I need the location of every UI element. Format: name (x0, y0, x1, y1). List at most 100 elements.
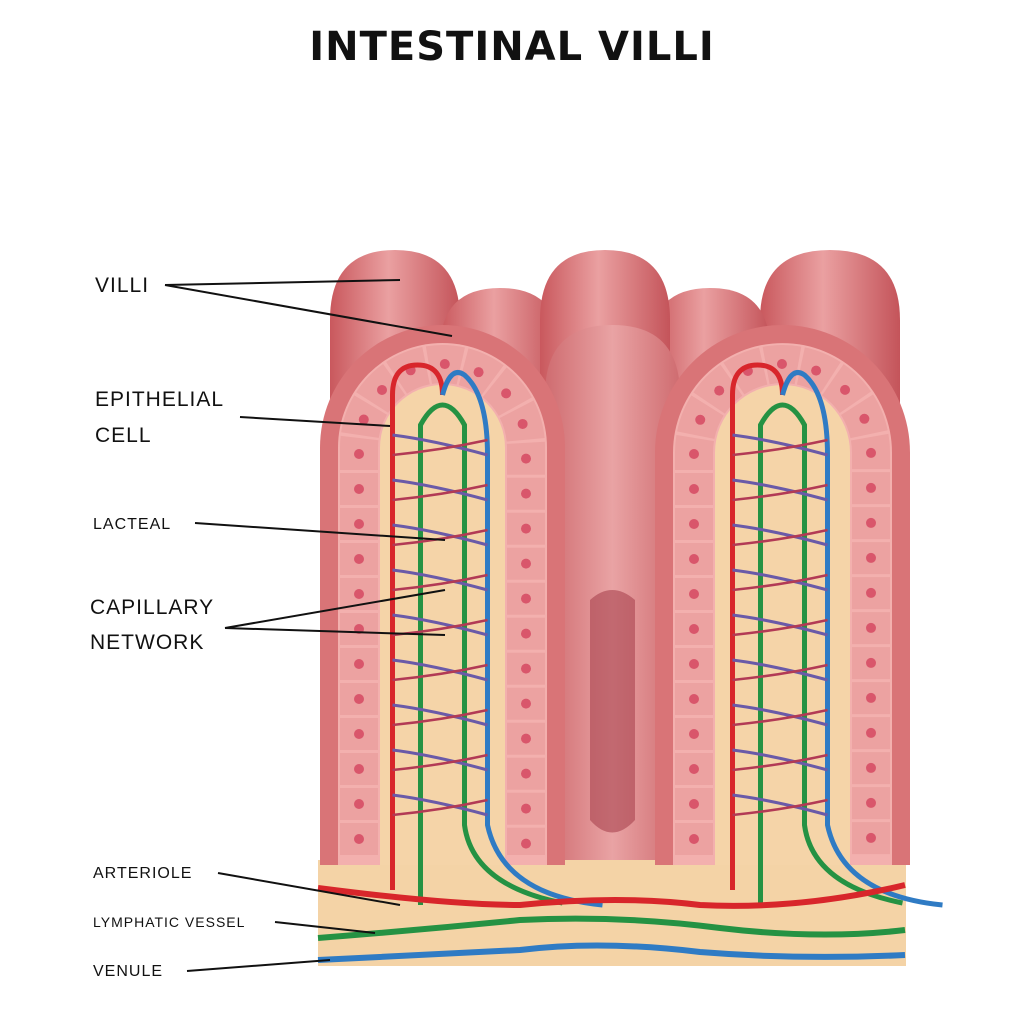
epithelial-cell-nucleus (354, 554, 364, 564)
epithelial-cell-nucleus (689, 449, 699, 459)
epithelial-cell-nucleus (354, 834, 365, 844)
capillary (732, 658, 828, 682)
capillary (732, 528, 828, 547)
capillary (732, 708, 828, 727)
epithelial-cell-nucleus (517, 418, 528, 429)
epithelial-cell-nucleus (689, 694, 699, 704)
capillary (392, 703, 488, 727)
arteriole-vessel (317, 882, 906, 909)
epithelial-cell-nucleus (354, 799, 365, 809)
capillary (732, 483, 828, 502)
epithelial-cell-nucleus (866, 447, 877, 458)
label-cell: CELL (95, 424, 152, 447)
venule-branch (440, 370, 603, 908)
epithelial-cell-nucleus (866, 762, 876, 773)
epithelial-cell-nucleus (521, 558, 531, 569)
epithelial-cell-nucleus (859, 413, 870, 424)
epithelial-cell-nucleus (376, 384, 387, 395)
epithelial-cell-nucleus (689, 624, 699, 634)
capillary (732, 703, 828, 727)
diagram-title: INTESTINAL VILLI (309, 24, 715, 70)
label-venule: VENULE (93, 963, 164, 980)
epithelial-cell-nucleus (866, 482, 877, 493)
label-lacteal: LACTEAL (93, 516, 172, 533)
capillary (732, 573, 828, 592)
epithelial-cell-nucleus (689, 589, 699, 599)
epithelial-cell-nucleus (521, 698, 531, 709)
epithelial-cell-nucleus (695, 414, 706, 425)
epithelial-cell-nucleus (354, 589, 364, 599)
epithelial-cell-nucleus (521, 593, 531, 604)
capillary (732, 433, 828, 457)
epithelial-cell-nucleus (521, 453, 531, 464)
epithelial-cell-nucleus (354, 449, 364, 459)
capillary (732, 568, 828, 592)
label-capillary: CAPILLARY (90, 596, 215, 619)
epithelial-cell-nucleus (866, 517, 877, 528)
capillary (732, 793, 828, 817)
epithelial-cell-nucleus (354, 694, 364, 704)
epithelial-cell-nucleus (689, 484, 699, 494)
label-lymphatic-vessel: LYMPHATIC VESSEL (93, 914, 246, 930)
capillary (732, 438, 828, 457)
epithelial-cell-nucleus (521, 838, 531, 849)
epithelial-cell-nucleus (521, 663, 531, 674)
capillary (392, 748, 488, 772)
label-villi: VILLI (95, 274, 150, 297)
epithelial-cell-nucleus (689, 834, 699, 844)
epithelial-cell-nucleus (473, 367, 484, 378)
lymphatic-vessel (317, 915, 906, 941)
epithelial-cell-nucleus (714, 385, 725, 396)
epithelial-cell-nucleus (439, 359, 450, 370)
epithelial-cell-nucleus (521, 488, 531, 499)
base-tissue (318, 860, 906, 966)
capillary (732, 663, 828, 682)
epithelial-cell-nucleus (354, 729, 364, 739)
epithelial-cell-nucleus (689, 799, 699, 809)
capillary (392, 573, 488, 592)
capillary (732, 523, 828, 547)
epithelial-cell-nucleus (866, 587, 877, 598)
lacteal-vessel (758, 402, 903, 906)
capillary (392, 568, 488, 592)
epithelial-cell-nucleus (354, 764, 364, 774)
capillary (392, 438, 488, 457)
capillary (392, 483, 488, 502)
epithelial-cell-nucleus (521, 733, 531, 744)
epithelial-cell-nucleus (689, 659, 699, 669)
venule-branch (780, 370, 943, 908)
capillary (732, 798, 828, 817)
capillary (732, 748, 828, 772)
epithelial-cell-nucleus (866, 832, 876, 843)
capillary (392, 753, 488, 772)
capillary (392, 793, 488, 817)
capillary (392, 708, 488, 727)
epithelial-cell-nucleus (521, 523, 531, 534)
label-network: NETWORK (90, 631, 205, 654)
epithelial-cell-nucleus (521, 768, 531, 779)
capillary (392, 523, 488, 547)
epithelial-cell-nucleus (866, 797, 876, 808)
capillary (392, 613, 488, 637)
epithelial-cell-nucleus (354, 659, 364, 669)
epithelial-cell-nucleus (776, 359, 787, 370)
capillary (732, 618, 828, 637)
epithelial-cell-nucleus (689, 554, 699, 564)
epithelial-cell-nucleus (521, 803, 531, 814)
leader-lines (164, 279, 453, 972)
capillary (392, 798, 488, 817)
epithelial-cell-nucleus (501, 388, 512, 399)
venule-vessel (317, 942, 906, 963)
cut-villus-right (655, 325, 943, 908)
capillary (392, 433, 488, 457)
arteriole-branch (390, 362, 445, 890)
epithelial-cell-nucleus (866, 727, 876, 738)
epithelial-cell-nucleus (811, 365, 822, 376)
epithelial-cell-nucleus (866, 657, 877, 668)
epithelial-cell-nucleus (689, 519, 699, 529)
capillary (732, 753, 828, 772)
epithelial-cell-nucleus (689, 764, 699, 774)
label-arteriole: ARTERIOLE (93, 865, 193, 882)
lacteal-vessel (418, 402, 563, 906)
